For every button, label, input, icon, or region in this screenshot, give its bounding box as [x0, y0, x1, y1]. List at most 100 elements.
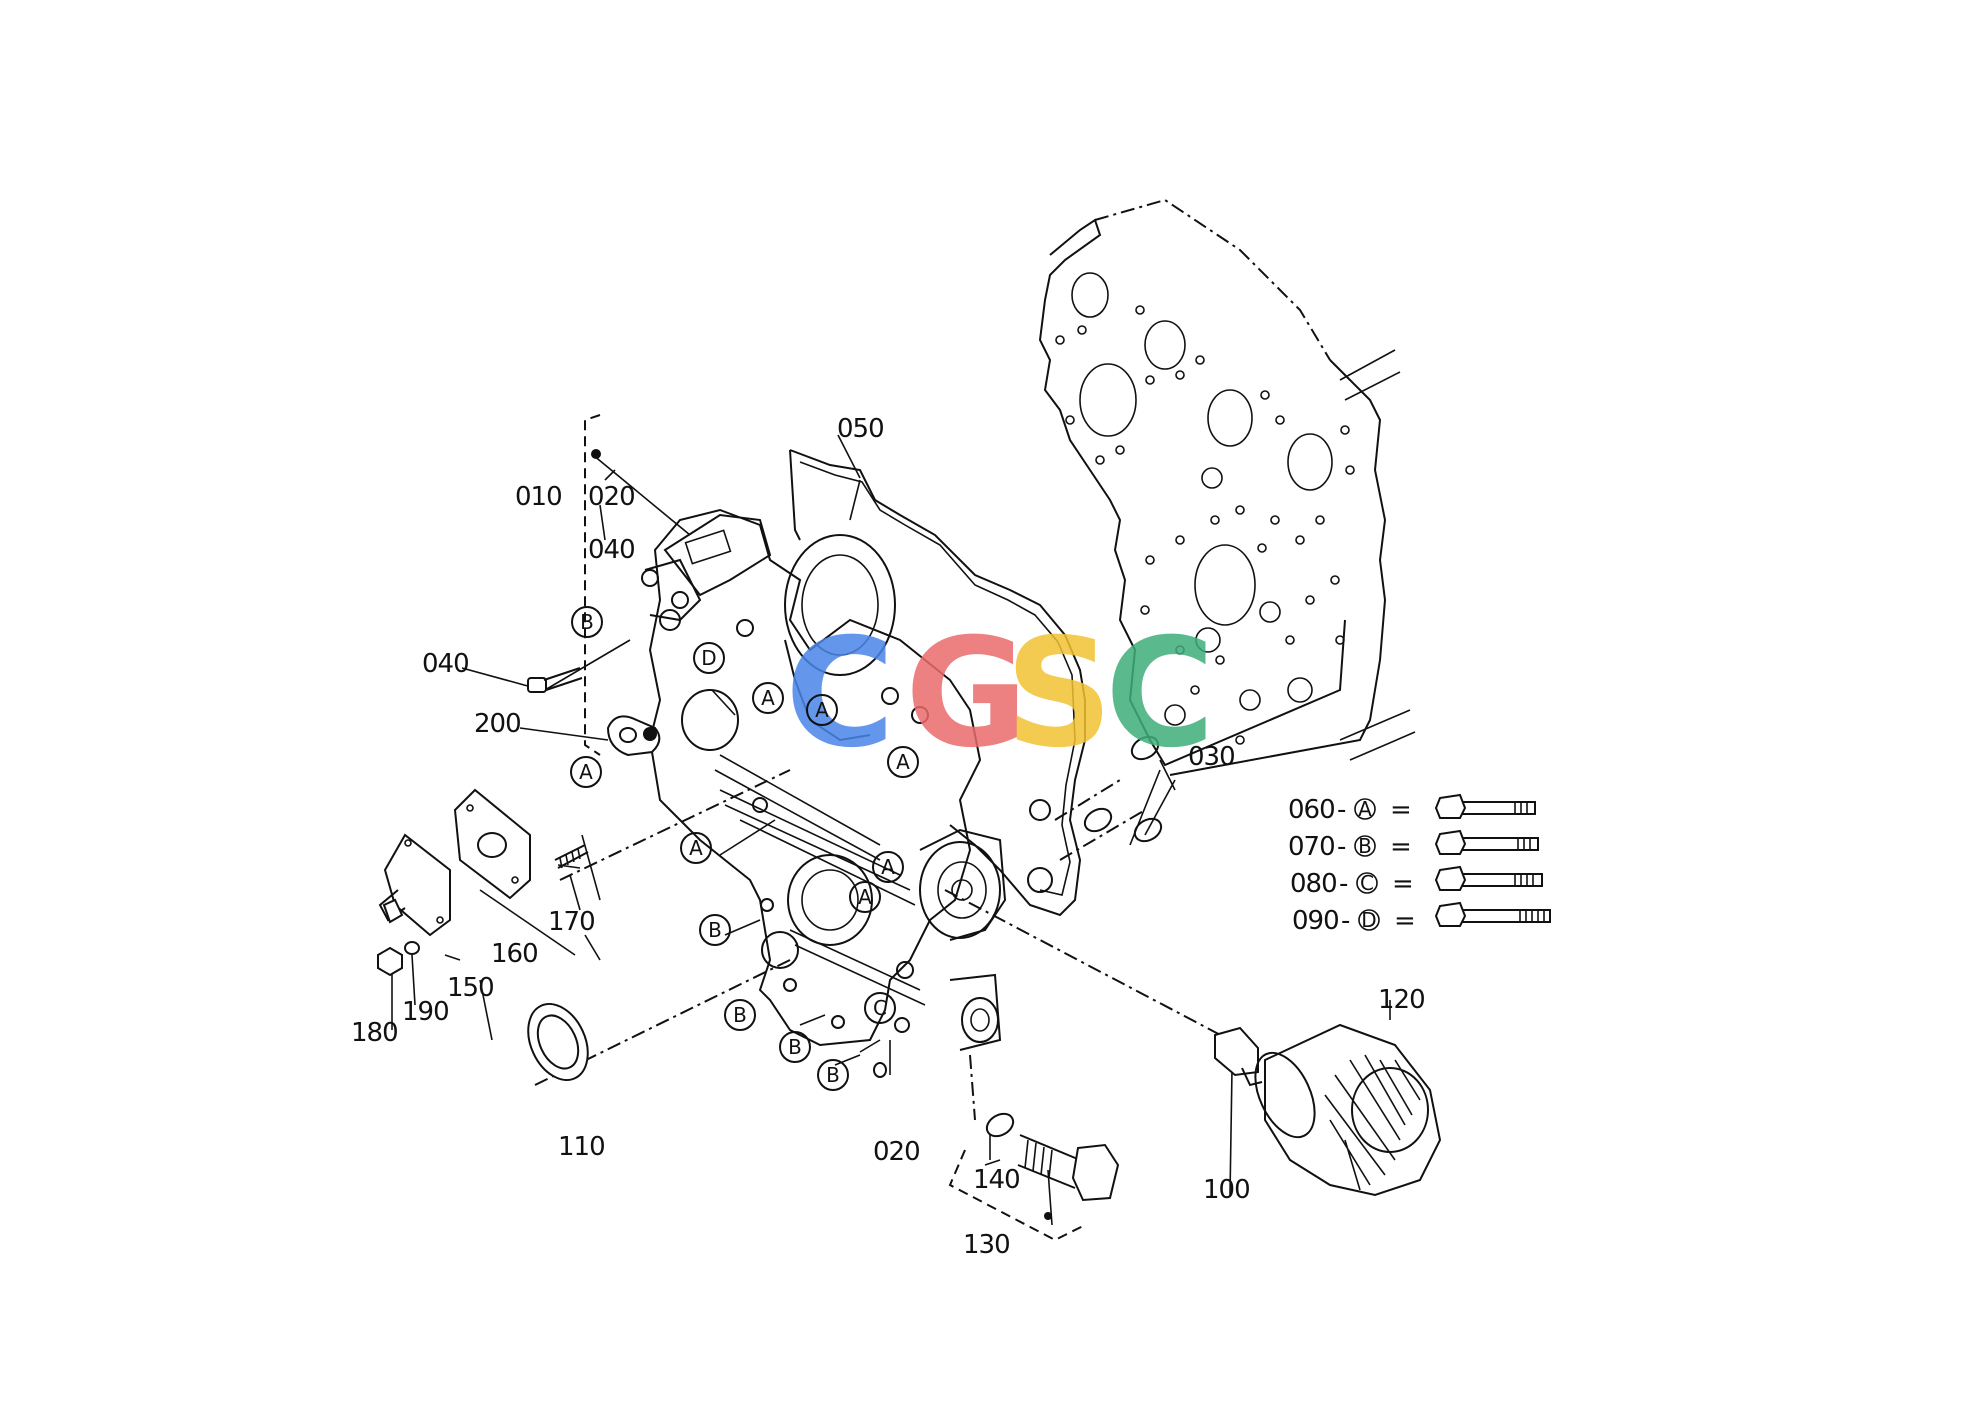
legend-sep-060: -	[1337, 795, 1346, 825]
legend-marker-circle-a	[1354, 798, 1376, 820]
label-110: 110	[558, 1132, 605, 1162]
bolt-marker-circle	[817, 1059, 849, 1091]
bolt-marker-circle	[849, 881, 881, 913]
o-ring-030-set	[1083, 735, 1163, 843]
legend-bolt-090	[1434, 901, 1551, 927]
label-140: 140	[973, 1165, 1020, 1195]
bolt-marker-circle	[570, 756, 602, 788]
bolt-marker-a: A	[881, 855, 895, 879]
legend-sep-080: -	[1339, 869, 1348, 899]
bolt-marker-a: A	[761, 686, 775, 710]
bolt-marker-a: A	[815, 698, 829, 722]
bolt-marker-circle	[752, 682, 784, 714]
bolt-marker-b: B	[708, 918, 722, 942]
legend-marker-b: B	[1358, 834, 1372, 858]
bolt-marker-circle	[806, 694, 838, 726]
legend-part-060: 060	[1288, 795, 1335, 825]
bolt-marker-circle	[887, 746, 919, 778]
part-labels: 050 010 020 040 040 200 170 160 150 190 …	[351, 414, 1426, 1260]
o-ring-140	[985, 1112, 1015, 1138]
legend-part-080: 080	[1290, 869, 1337, 899]
bracket-130	[948, 1149, 1086, 1242]
label-120: 120	[1378, 985, 1425, 1015]
legend-part-070: 070	[1288, 832, 1335, 862]
bolt-marker-circle	[779, 1031, 811, 1063]
label-170: 170	[548, 907, 595, 937]
bolt-marker-c: C	[873, 996, 887, 1020]
bolt-legend: 060 070 080 090 - - - - A B C D = = = =	[1288, 795, 1416, 936]
label-030: 030	[1188, 742, 1235, 772]
label-040-top: 040	[588, 535, 635, 565]
legend-bolt-070	[1434, 829, 1539, 855]
bolt-marker-circle	[724, 999, 756, 1031]
bolt-marker-d: D	[701, 646, 716, 670]
label-190: 190	[402, 997, 449, 1027]
leader-lines	[391, 434, 1391, 1226]
bolt-marker-a: A	[579, 760, 593, 784]
bolt-marker-b: B	[826, 1063, 840, 1087]
bolt-marker-circle	[864, 992, 896, 1024]
bolt-marker-circle	[693, 642, 725, 674]
watermark-letter: S	[1005, 607, 1113, 781]
bolt-marker-a: A	[858, 885, 872, 909]
legend-bolts	[1434, 793, 1551, 927]
washer-190	[404, 941, 420, 955]
bolt-marker-circle	[872, 851, 904, 883]
legend-eq-090: =	[1394, 906, 1415, 936]
label-150: 150	[447, 973, 494, 1003]
label-020-top: 020	[588, 482, 635, 512]
bolt-marker-a: A	[689, 836, 703, 860]
legend-marker-circle-b	[1354, 835, 1376, 857]
label-010: 010	[515, 482, 562, 512]
plate-200	[606, 715, 661, 757]
drain-plug-130	[1017, 1134, 1120, 1220]
watermark-text: CGSC	[785, 607, 1215, 781]
bracket-010	[584, 414, 601, 756]
bolt-marker-a: A	[896, 750, 910, 774]
legend-sep-090: -	[1341, 906, 1350, 936]
legend-marker-a: A	[1358, 797, 1372, 821]
label-160: 160	[491, 939, 538, 969]
back-plate-holes	[1055, 305, 1355, 745]
oil-filter-120	[1254, 1023, 1442, 1197]
oil-seal-110	[527, 1002, 589, 1082]
bolt-marker-circle	[680, 832, 712, 864]
oil-pressure-switch-100	[1214, 1026, 1263, 1087]
gear-case	[641, 508, 1053, 1051]
bolt-040	[527, 667, 583, 693]
bolt-marker-b: B	[788, 1035, 802, 1059]
label-040-bolt: 040	[422, 649, 469, 679]
label-050: 050	[837, 414, 884, 444]
label-020-bottom: 020	[873, 1137, 920, 1167]
legend-eq-080: =	[1392, 869, 1413, 899]
legend-eq-070: =	[1390, 832, 1411, 862]
legend-eq-060: =	[1390, 795, 1411, 825]
label-130: 130	[963, 1230, 1010, 1260]
sensor-150	[378, 833, 451, 937]
legend-marker-circle-d	[1358, 909, 1380, 931]
legend-sep-070: -	[1337, 832, 1346, 862]
watermark-letter: C	[785, 607, 895, 781]
label-100: 100	[1203, 1175, 1250, 1205]
bolt-marker-b: B	[580, 610, 594, 634]
legend-marker-c: C	[1360, 871, 1374, 895]
plate-160	[453, 788, 531, 900]
gear-case-gasket	[789, 449, 1086, 917]
watermark-letter: C	[1105, 607, 1215, 781]
legend-part-090: 090	[1292, 906, 1339, 936]
legend-marker-circle-c	[1356, 872, 1378, 894]
stud-170	[554, 844, 589, 869]
bolt-marker-circle	[699, 914, 731, 946]
bolt-marker-circle	[571, 606, 603, 638]
engine-back-plate	[1038, 198, 1416, 776]
legend-bolt-080	[1434, 865, 1543, 891]
legend-bolt-060	[1434, 793, 1536, 819]
legend-marker-d: D	[1361, 908, 1376, 932]
label-200: 200	[474, 709, 521, 739]
watermark-letter: G	[905, 607, 1028, 781]
label-180: 180	[351, 1018, 398, 1048]
nut-180	[377, 946, 403, 977]
bolt-marker-b: B	[733, 1003, 747, 1027]
